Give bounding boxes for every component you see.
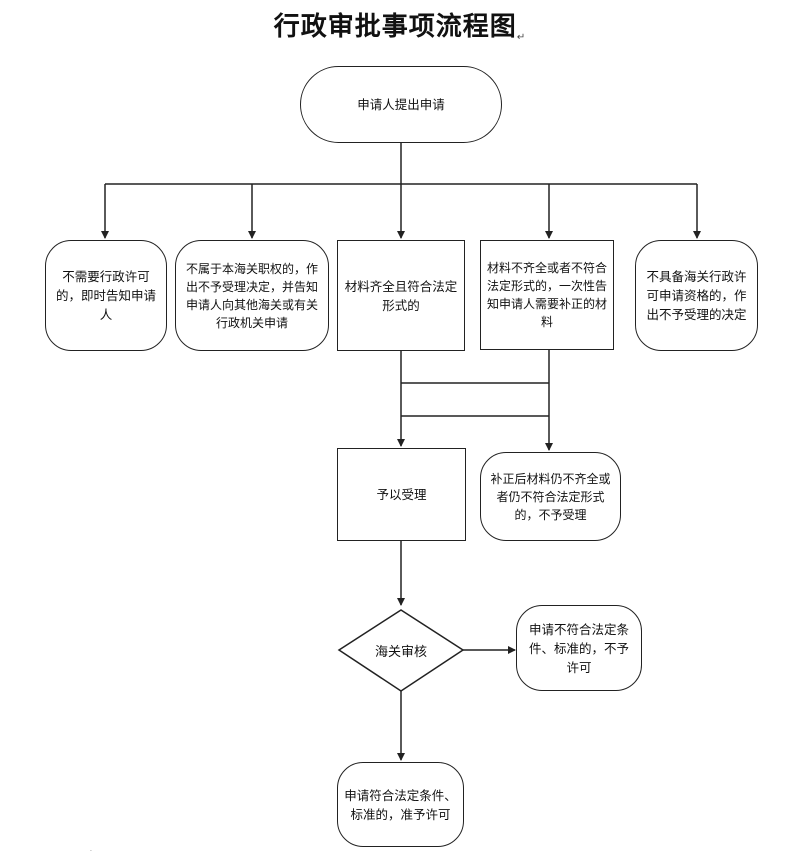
return-mark: ↵ <box>516 32 527 43</box>
review-diamond <box>337 609 465 692</box>
node-grant-permit-label: 申请符合法定条件、标准的，准予许可 <box>344 787 457 822</box>
node-accept-label: 予以受理 <box>376 487 427 502</box>
node-deny-permit: 申请不符合法定条件、标准的，不予许可 <box>516 605 642 691</box>
node-materials-complete-label: 材料齐全且符合法定形式的 <box>344 278 458 313</box>
node-grant-permit: 申请符合法定条件、标准的，准予许可 <box>337 762 464 847</box>
node-materials-incomplete: 材料不齐全或者不符合法定形式的，一次性告知申请人需要补正的材料 <box>480 240 614 350</box>
node-review-label: 海关审核 <box>374 645 427 660</box>
title-text: 行政审批事项流程图 <box>273 12 517 42</box>
node-no-permit-needed-label: 不需要行政许可的，即时告知申请人 <box>55 269 156 322</box>
node-no-permit-needed: 不需要行政许可的，即时告知申请人 <box>45 240 167 351</box>
node-reject-after-correction: 补正后材料仍不齐全或者仍不符合法定形式的，不予受理 <box>480 452 621 541</box>
node-materials-complete: 材料齐全且符合法定形式的 <box>337 240 465 351</box>
node-deny-permit-label: 申请不符合法定条件、标准的，不予许可 <box>528 621 629 675</box>
node-materials-incomplete-label: 材料不齐全或者不符合法定形式的，一次性告知申请人需要补正的材料 <box>487 261 608 329</box>
node-start: 申请人提出申请 <box>300 66 502 143</box>
stray-mark: . <box>90 846 92 853</box>
node-not-qualified: 不具备海关行政许可申请资格的，作出不予受理的决定 <box>635 240 758 351</box>
node-outside-jurisdiction-label: 不属于本海关职权的，作出不予受理决定，并告知申请人向其他海关或有关行政机关申请 <box>185 261 318 330</box>
node-accept: 予以受理 <box>337 448 466 541</box>
node-reject-after-correction-label: 补正后材料仍不齐全或者仍不符合法定形式的，不予受理 <box>490 471 611 522</box>
node-outside-jurisdiction: 不属于本海关职权的，作出不予受理决定，并告知申请人向其他海关或有关行政机关申请 <box>175 240 329 351</box>
node-not-qualified-label: 不具备海关行政许可申请资格的，作出不予受理的决定 <box>646 269 747 322</box>
node-start-label: 申请人提出申请 <box>357 97 445 112</box>
page-title: 行政审批事项流程图↵ <box>0 6 800 43</box>
